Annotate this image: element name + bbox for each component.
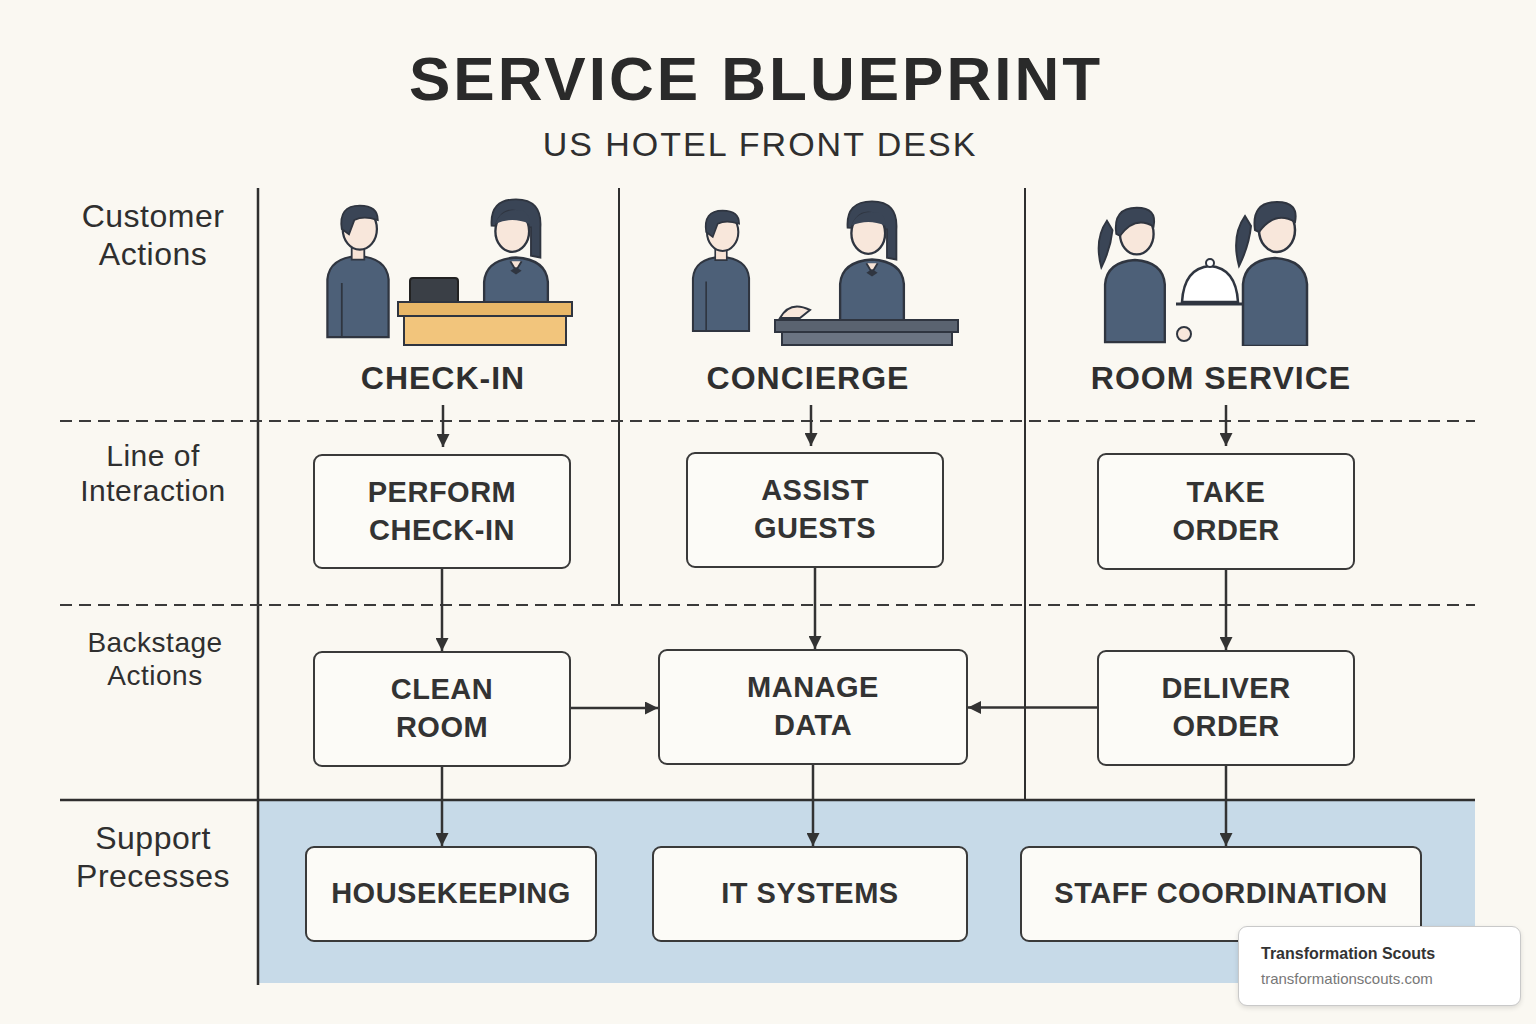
box-text: TAKE ORDER	[1136, 474, 1316, 549]
desk-front	[404, 316, 566, 345]
interaction-line	[60, 420, 1475, 422]
counter-front	[782, 332, 952, 345]
row-label: Backstage Actions	[55, 626, 255, 692]
visibility-line	[60, 604, 1475, 606]
brand-url: transformationscouts.com	[1261, 967, 1433, 990]
lane-divider	[257, 188, 260, 985]
hand	[1177, 327, 1191, 341]
diagram-title: SERVICE BLUEPRINT	[306, 42, 1206, 115]
flow-arrow	[812, 765, 815, 846]
lane-label: CHECK-IN	[283, 360, 603, 398]
row-label: Line of Interaction	[63, 438, 243, 509]
server-figure	[1236, 202, 1307, 346]
watermark-badge: Transformation Scoutstransformationscout…	[1238, 926, 1521, 1006]
box-text: STAFF COORDINATION	[1054, 875, 1387, 913]
row-label: Support Precesses	[53, 820, 253, 896]
frontstage-box: TAKE ORDER	[1097, 453, 1355, 570]
flow-arrow	[571, 707, 658, 710]
box-text: ASSIST GUESTS	[725, 472, 905, 547]
cloche-knob	[1206, 259, 1214, 267]
lane-label: CONCIERGE	[648, 360, 968, 398]
cloche-dome	[1182, 266, 1238, 302]
backstage-box: MANAGE DATA	[658, 649, 968, 765]
flow-arrow	[814, 568, 817, 649]
subtitle: US HOTEL FRONT DESK	[380, 124, 1140, 164]
counter-top	[775, 320, 958, 332]
brand-name: Transformation Scouts	[1261, 942, 1435, 967]
guest-figure	[1099, 208, 1165, 342]
support-box: HOUSEKEEPING	[305, 846, 597, 942]
flow-arrow	[1225, 766, 1228, 846]
internal-line	[60, 799, 1475, 802]
guest-figure	[327, 206, 388, 337]
flow-arrow	[1225, 570, 1228, 650]
flow-arrow	[968, 706, 1097, 709]
lane-arrow	[810, 405, 813, 446]
lane-arrow	[442, 405, 445, 447]
box-text: PERFORM CHECK-IN	[352, 474, 532, 549]
row-label: Customer Actions	[53, 198, 253, 274]
backstage-box: DELIVER ORDER	[1097, 650, 1355, 766]
box-text: DELIVER ORDER	[1131, 670, 1321, 745]
lane-arrow	[1225, 405, 1228, 446]
hand	[780, 306, 810, 318]
desk-terminal	[410, 278, 458, 304]
desk-top	[398, 302, 572, 316]
flow-arrow	[441, 569, 444, 651]
box-text: CLEAN ROOM	[352, 671, 532, 746]
guest-figure	[693, 211, 749, 331]
box-text: MANAGE DATA	[723, 669, 903, 744]
lane-divider	[618, 188, 620, 605]
frontstage-box: PERFORM CHECK-IN	[313, 454, 571, 569]
backstage-box: CLEAN ROOM	[313, 651, 571, 767]
box-text: HOUSEKEEPING	[331, 875, 571, 913]
support-box: IT SYSTEMS	[652, 846, 968, 942]
lane-divider	[1024, 188, 1026, 800]
cloche-plate	[1176, 303, 1244, 306]
support-band	[258, 800, 1475, 983]
lane-label: ROOM SERVICE	[1041, 360, 1401, 398]
flow-arrow	[441, 767, 444, 846]
box-text: IT SYSTEMS	[721, 875, 898, 913]
frontstage-box: ASSIST GUESTS	[686, 452, 944, 568]
